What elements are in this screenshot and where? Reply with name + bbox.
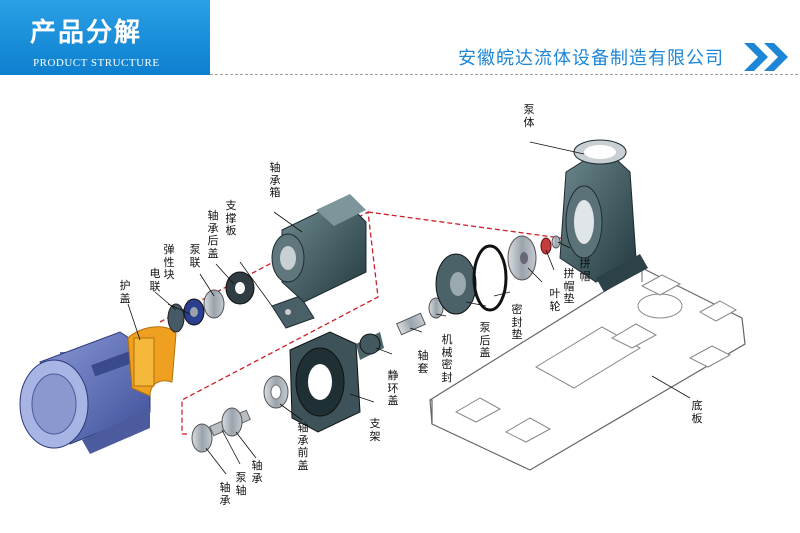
title-banner: 产品分解 PRODUCT STRUCTURE — [0, 0, 210, 75]
page-header: 产品分解 PRODUCT STRUCTURE 安徽皖达流体设备制造有限公司 — [0, 0, 800, 82]
label-bearing-b: 轴承 — [219, 481, 231, 507]
motor — [19, 331, 151, 454]
page-subtitle: PRODUCT STRUCTURE — [33, 57, 160, 69]
leader-lines — [127, 141, 691, 475]
company-name: 安徽皖达流体设备制造有限公司 — [458, 48, 724, 69]
label-bracket: 支架 — [369, 417, 381, 443]
page-title: 产品分解 — [30, 18, 143, 48]
pump-body — [559, 139, 648, 292]
label-seal-gasket: 密封垫 — [511, 303, 523, 341]
header-divider — [210, 74, 798, 75]
exploded-diagram: 泵体 轴承箱 支撑板 轴承后盖 泵联 弹性块 电联 护盖 拼帽 拼帽垫 叶轮 密… — [0, 82, 800, 533]
couplings — [167, 271, 255, 333]
label-pump-rear-cover: 泵后盖 — [479, 321, 491, 359]
label-bearing-a: 轴承 — [251, 459, 263, 485]
diagram-drawing — [19, 139, 746, 475]
label-support-plate: 支撑板 — [225, 199, 237, 237]
label-pump-body: 泵体 — [523, 103, 535, 129]
label-pump-shaft: 泵轴 — [235, 471, 247, 497]
label-shaft-sleeve: 轴套 — [417, 349, 429, 375]
support-plate — [271, 295, 315, 329]
label-lock-nut: 拼帽 — [579, 257, 591, 283]
guard — [127, 326, 177, 397]
bearing-box — [271, 194, 367, 303]
label-pump-coupling: 泵联 — [189, 243, 201, 269]
label-impeller: 叶轮 — [549, 287, 561, 313]
label-motor-coupling: 电联 — [149, 267, 161, 293]
label-bearing-box: 轴承箱 — [269, 161, 281, 199]
label-bearing-front-cover: 轴承前盖 — [297, 421, 309, 472]
pump-rear-cover — [435, 253, 477, 315]
label-bearing-rear-cover: 轴承后盖 — [207, 209, 219, 260]
shaft-assembly — [191, 297, 444, 453]
label-base-plate: 底板 — [691, 399, 703, 425]
label-static-ring-cover: 静环盖 — [387, 369, 399, 407]
double-chevron-right-icon — [744, 43, 788, 71]
label-guard: 护盖 — [119, 279, 131, 305]
label-lock-nut-pad: 拼帽垫 — [563, 267, 575, 305]
impeller — [507, 235, 561, 281]
label-mechanical-seal: 机械密封 — [441, 333, 453, 384]
seal-gasket — [472, 244, 508, 312]
base-plate — [429, 267, 746, 471]
label-elastic-block: 弹性块 — [163, 243, 175, 281]
bracket — [289, 331, 384, 433]
